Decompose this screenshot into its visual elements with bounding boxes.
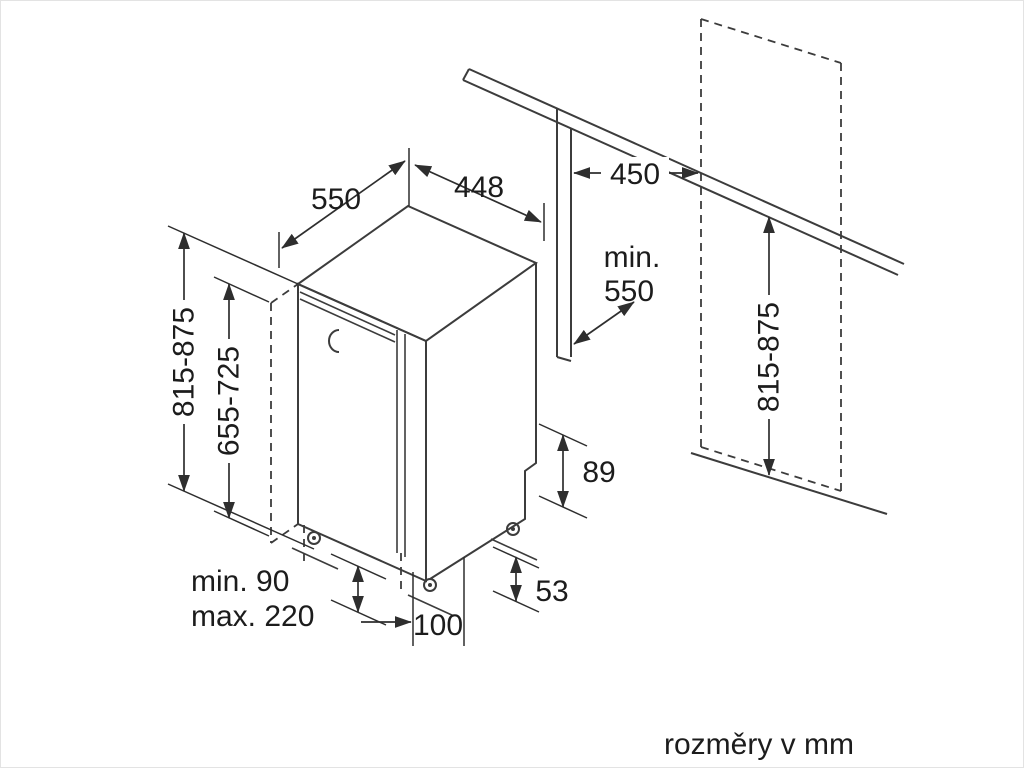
dim-plinth-min-label: min. 90 (191, 565, 289, 598)
dim-door-height-label: 655-725 (213, 346, 246, 456)
niche-left-wall-cap (556, 356, 572, 362)
extension-line (213, 276, 270, 303)
dim-base-side-label: 53 (535, 575, 568, 608)
niche-outline-dashed (700, 18, 842, 64)
floor-tick (407, 594, 455, 617)
dishwasher-front-face (297, 282, 427, 583)
door-top-edge-line (299, 298, 396, 343)
door-top-edge-line (299, 291, 396, 336)
niche-drawing (462, 18, 905, 515)
label-bg (751, 295, 787, 419)
dim-base-recess-label: 89 (582, 456, 615, 489)
dim-line-niche-depth (573, 301, 635, 345)
extension-line (213, 510, 270, 537)
dim-line-depth (281, 160, 406, 249)
label-bg (601, 157, 669, 190)
worktop-edge-line (468, 68, 905, 265)
dishwasher-side-face (429, 263, 537, 580)
dim-plinth-max-label: max. 220 (191, 600, 314, 633)
furniture-panel-edge (270, 283, 299, 304)
units-note: rozměry v mm (664, 728, 854, 761)
floor-tick (291, 547, 339, 570)
dim-width-label: 448 (454, 171, 504, 204)
adjustable-foot (423, 578, 437, 592)
extension-line (167, 483, 315, 550)
dim-appliance-height-label: 815-875 (168, 307, 201, 417)
dimension-labels: 550 448 450 min. 550 815-875 655-725 815… (168, 158, 855, 761)
adjustable-foot (307, 531, 321, 545)
adjustable-foot (506, 522, 520, 536)
floor-edge-line (690, 452, 888, 515)
dim-depth-label: 550 (311, 183, 361, 216)
worktop-end-cap (462, 68, 470, 81)
dim-niche-depth-label-line2: 550 (604, 275, 654, 308)
floor-tick (490, 538, 538, 561)
niche-outline-dashed (700, 446, 842, 492)
door-handle-icon (328, 329, 340, 353)
dim-niche-width-label: 450 (610, 158, 660, 191)
dim-niche-depth-label-line1: min. (604, 241, 661, 274)
label-bg (166, 300, 202, 424)
dim-base-front-label: 100 (413, 609, 463, 642)
dishwasher-drawing (270, 204, 539, 617)
dim-line-width (414, 164, 542, 223)
furniture-panel-edge (270, 523, 299, 544)
label-bg (211, 339, 247, 463)
dishwasher-top-face (295, 204, 539, 343)
worktop-edge-line (462, 79, 899, 276)
dim-niche-height-label: 815-875 (753, 302, 786, 412)
